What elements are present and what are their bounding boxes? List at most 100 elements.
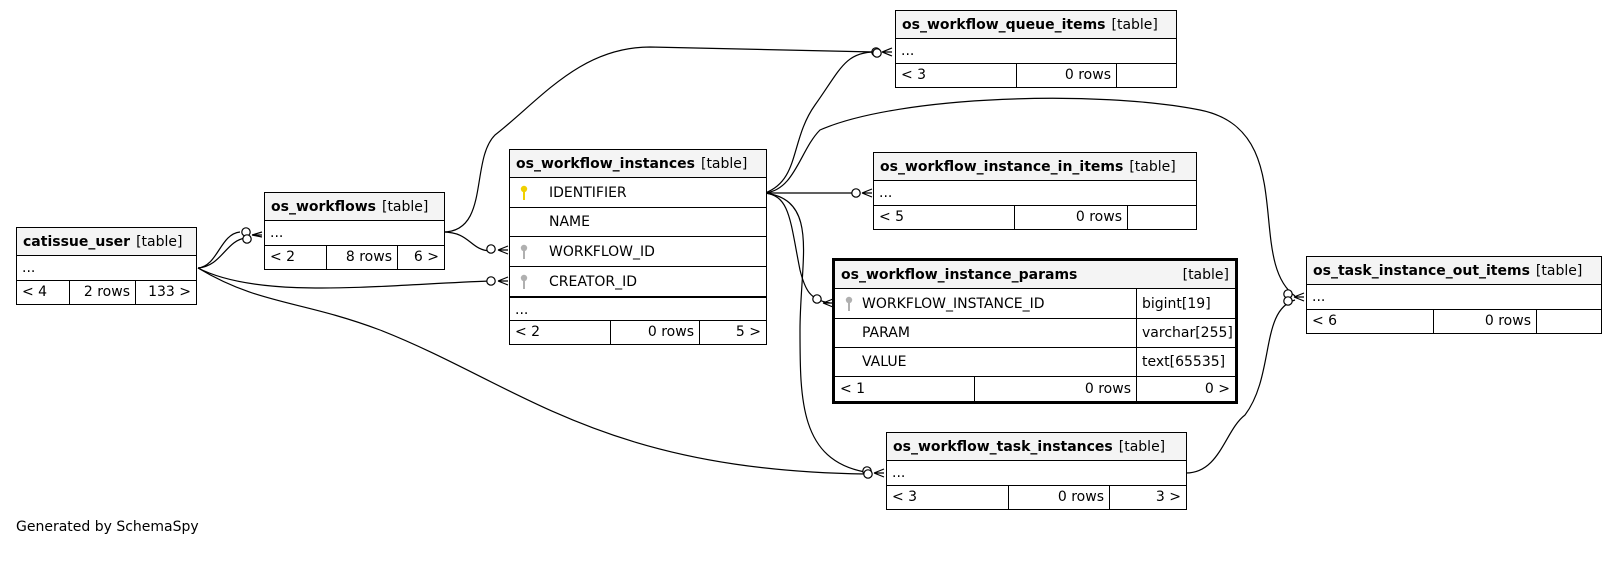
edge-user-workflows-b — [197, 237, 247, 269]
edge-instances-out-items — [764, 97, 1296, 297]
row-count: 0 rows — [974, 377, 1136, 401]
parents-count: < 1 — [840, 381, 866, 397]
table-os-task-instance-out-items[interactable]: os_task_instance_out_items [table] ... < … — [1306, 256, 1602, 334]
row-count: 2 rows — [69, 281, 135, 304]
edge-user-task-instances — [197, 267, 866, 475]
children-count: 5 > — [699, 321, 766, 344]
children-count — [1536, 310, 1601, 333]
table-type: [table] — [1118, 439, 1166, 455]
edge-crowfoot — [861, 188, 873, 198]
row-count: 0 rows — [610, 321, 699, 344]
table-name: catissue_user — [23, 234, 131, 250]
row-count: 0 rows — [1016, 64, 1116, 87]
stats-row: < 2 0 rows 5 > — [510, 321, 766, 344]
table-header: os_workflow_instance_in_items [table] — [874, 153, 1196, 181]
table-header: os_workflows [table] — [265, 193, 444, 221]
children-count: 3 > — [1109, 486, 1186, 509]
stats-row: < 4 2 rows 133 > — [17, 281, 196, 304]
table-type: [table] — [381, 199, 429, 215]
more-columns-row: ... — [874, 181, 1196, 206]
stats-row: < 6 0 rows — [1307, 310, 1601, 333]
table-os-workflow-instance-in-items[interactable]: os_workflow_instance_in_items [table] ...… — [873, 152, 1197, 230]
edge-end-circle — [812, 294, 822, 304]
table-header: os_task_instance_out_items [table] — [1307, 257, 1601, 285]
column-row: PARAM varchar[255] — [835, 319, 1235, 348]
table-os-workflow-queue-items[interactable]: os_workflow_queue_items [table] ... < 3 0… — [895, 10, 1177, 88]
more-columns: ... — [270, 225, 284, 241]
table-os-workflow-task-instances[interactable]: os_workflow_task_instances [table] ... < … — [886, 432, 1187, 510]
foreign-key-icon — [845, 296, 853, 311]
children-count: 6 > — [397, 246, 444, 269]
column-name: WORKFLOW_INSTANCE_ID — [862, 296, 1045, 312]
column-name: VALUE — [862, 354, 907, 370]
stats-row: < 5 0 rows — [874, 206, 1196, 229]
edge-crowfoot — [873, 468, 885, 478]
table-os-workflow-instance-params[interactable]: os_workflow_instance_params[table] WORKF… — [832, 258, 1238, 404]
row-count: 8 rows — [326, 246, 397, 269]
table-name: os_task_instance_out_items — [1313, 263, 1530, 279]
row-count: 0 rows — [1008, 486, 1109, 509]
edge-instances-task-instances — [764, 192, 866, 473]
table-header: os_workflow_instance_params[table] — [835, 261, 1235, 289]
more-columns: ... — [22, 260, 36, 276]
edge-end-circle — [1283, 296, 1293, 306]
more-columns-row: ... — [896, 39, 1176, 64]
edge-end-circle — [872, 48, 882, 58]
children-count — [1127, 206, 1196, 229]
more-columns-row: ... — [17, 256, 196, 281]
generated-by-label: Generated by SchemaSpy — [16, 519, 199, 535]
column-type: text[65535] — [1136, 348, 1235, 376]
more-columns: ... — [1312, 289, 1326, 305]
column-name: WORKFLOW_ID — [549, 244, 655, 260]
more-columns-row: ... — [265, 221, 444, 246]
row-count: 0 rows — [1433, 310, 1536, 333]
edge-workflows-queue — [442, 46, 876, 233]
table-header: os_workflow_instances[table] — [510, 150, 766, 178]
parents-count: < 3 — [892, 489, 918, 505]
column-row: CREATOR_ID — [510, 267, 766, 297]
table-name: os_workflow_task_instances — [893, 439, 1113, 455]
column-row: NAME — [510, 208, 766, 237]
foreign-key-icon — [520, 274, 528, 289]
column-row: IDENTIFIER — [510, 178, 766, 208]
parents-count: < 3 — [901, 67, 927, 83]
table-catissue-user[interactable]: catissue_user[table] ... < 4 2 rows 133 … — [16, 227, 197, 305]
edge-end-circle — [486, 244, 496, 254]
more-columns: ... — [879, 185, 893, 201]
parents-count: < 2 — [515, 324, 541, 340]
parents-count: < 4 — [22, 284, 48, 300]
edge-instances-queue — [764, 51, 876, 194]
table-name: os_workflow_instance_in_items — [880, 159, 1124, 175]
column-name: CREATOR_ID — [549, 274, 638, 290]
edge-crowfoot — [497, 245, 509, 255]
children-count: 0 > — [1136, 377, 1235, 401]
children-count — [1116, 64, 1176, 87]
edge-crowfoot — [497, 276, 509, 286]
edge-crowfoot — [1293, 292, 1305, 302]
table-os-workflows[interactable]: os_workflows [table] ... < 2 8 rows 6 > — [264, 192, 445, 270]
column-name: IDENTIFIER — [549, 185, 627, 201]
edge-instances-params — [764, 192, 831, 304]
parents-count: < 5 — [879, 209, 905, 225]
table-type: [table] — [1535, 263, 1583, 279]
table-type: [table] — [1111, 17, 1158, 33]
row-count: 0 rows — [1014, 206, 1127, 229]
table-header: catissue_user[table] — [17, 228, 196, 256]
edge-workflows-instances — [442, 231, 491, 252]
column-name: PARAM — [862, 325, 910, 341]
column-type: bigint[19] — [1136, 289, 1235, 318]
table-name: os_workflows — [271, 199, 376, 215]
children-count: 133 > — [135, 281, 196, 304]
stats-row: < 3 0 rows — [896, 64, 1176, 87]
edge-end-circle — [863, 469, 873, 479]
edge-user-workflows-a — [197, 231, 241, 269]
stats-row: < 3 0 rows 3 > — [887, 486, 1186, 509]
table-name: os_workflow_queue_items — [902, 17, 1106, 33]
edge-end-circle — [851, 188, 861, 198]
table-header: os_workflow_queue_items [table] — [896, 11, 1176, 39]
parents-count: < 2 — [270, 249, 296, 265]
table-type: [table] — [1129, 159, 1176, 175]
more-columns-row: ... — [887, 461, 1186, 486]
table-os-workflow-instances[interactable]: os_workflow_instances[table] IDENTIFIER … — [509, 149, 767, 345]
